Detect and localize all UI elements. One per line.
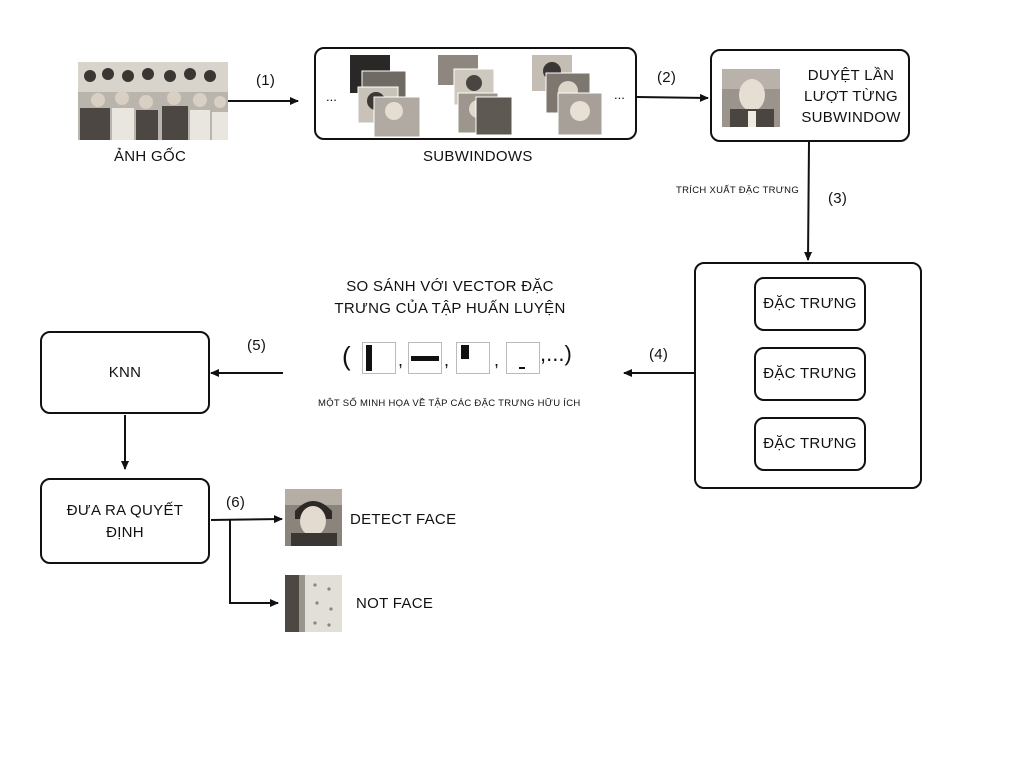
scan-subwindow-box: DUYỆT LẦN LƯỢT TỪNG SUBWINDOW bbox=[710, 49, 910, 142]
scanned-face-thumbnail bbox=[722, 69, 780, 127]
feature-box-2: ĐẶC TRƯNG bbox=[754, 347, 866, 401]
features-container: ĐẶC TRƯNG ĐẶC TRƯNG ĐẶC TRƯNG bbox=[694, 262, 922, 489]
step-1-label: (1) bbox=[256, 72, 276, 89]
arrow-6-not-face bbox=[229, 520, 279, 607]
feature-box-3: ĐẶC TRƯNG bbox=[754, 417, 866, 471]
original-group-photo bbox=[78, 62, 228, 140]
step-5-label: (5) bbox=[247, 337, 267, 354]
decision-line-2: ĐỊNH bbox=[106, 524, 144, 541]
useful-features-caption: MỘT SỐ MINH HỌA VỀ TẬP CÁC ĐẶC TRƯNG HỮU… bbox=[318, 398, 581, 409]
vector-comma-2: , bbox=[444, 350, 450, 370]
step-6-label: (6) bbox=[226, 494, 246, 511]
original-image-caption: ẢNH GỐC bbox=[114, 148, 187, 165]
subwindows-caption: SUBWINDOWS bbox=[423, 148, 533, 165]
decision-text: ĐƯA RA QUYẾT ĐỊNH bbox=[42, 500, 208, 544]
step-4-label: (4) bbox=[649, 346, 669, 363]
decision-line-1: ĐƯA RA QUYẾT bbox=[66, 502, 184, 519]
haar-feature-3 bbox=[456, 342, 490, 374]
compare-line-2: TRƯNG CỦA TẬP HUẤN LUYỆN bbox=[334, 300, 566, 317]
step-3-label: (3) bbox=[828, 190, 848, 207]
subwindows-ellipsis-right: ... bbox=[614, 87, 625, 102]
not-face-label: NOT FACE bbox=[356, 595, 434, 612]
vector-comma-3: , bbox=[494, 350, 500, 370]
subwindows-box: ... ... bbox=[314, 47, 637, 140]
haar-feature-4 bbox=[506, 342, 540, 374]
subwindows-ellipsis-left: ... bbox=[326, 89, 337, 104]
extract-features-label: TRÍCH XUẤT ĐẶC TRƯNG bbox=[676, 185, 800, 196]
arrow-3 bbox=[804, 141, 813, 261]
subwindow-stack-2 bbox=[438, 55, 513, 136]
subwindow-stack-1 bbox=[350, 55, 421, 137]
vector-close-paren: ,...) bbox=[540, 341, 572, 366]
step-2-label: (2) bbox=[657, 69, 677, 86]
arrow-2 bbox=[636, 93, 709, 102]
haar-feature-1 bbox=[362, 342, 396, 374]
vector-open-paren: ( bbox=[342, 341, 351, 371]
scan-line-2: LƯỢT TỪNG bbox=[804, 88, 898, 105]
subwindow-stack-3 bbox=[532, 55, 603, 136]
scan-line-1: DUYỆT LẦN bbox=[807, 67, 895, 84]
arrow-6-face bbox=[210, 515, 283, 524]
detect-face-label: DETECT FACE bbox=[350, 511, 457, 528]
scan-subwindow-text: DUYỆT LẦN LƯỢT TỪNG SUBWINDOW bbox=[796, 65, 906, 128]
decision-box: ĐƯA RA QUYẾT ĐỊNH bbox=[40, 478, 210, 564]
vector-comma-1: , bbox=[398, 350, 404, 370]
haar-feature-2 bbox=[408, 342, 442, 374]
not-face-thumbnail bbox=[285, 575, 342, 632]
detected-face-thumbnail bbox=[285, 489, 342, 546]
knn-box: KNN bbox=[40, 331, 210, 414]
feature-box-1: ĐẶC TRƯNG bbox=[754, 277, 866, 331]
compare-heading: SO SÁNH VỚI VECTOR ĐẶC TRƯNG CỦA TẬP HUẤ… bbox=[300, 276, 600, 320]
scan-line-3: SUBWINDOW bbox=[801, 109, 901, 126]
compare-line-1: SO SÁNH VỚI VECTOR ĐẶC bbox=[346, 278, 554, 295]
